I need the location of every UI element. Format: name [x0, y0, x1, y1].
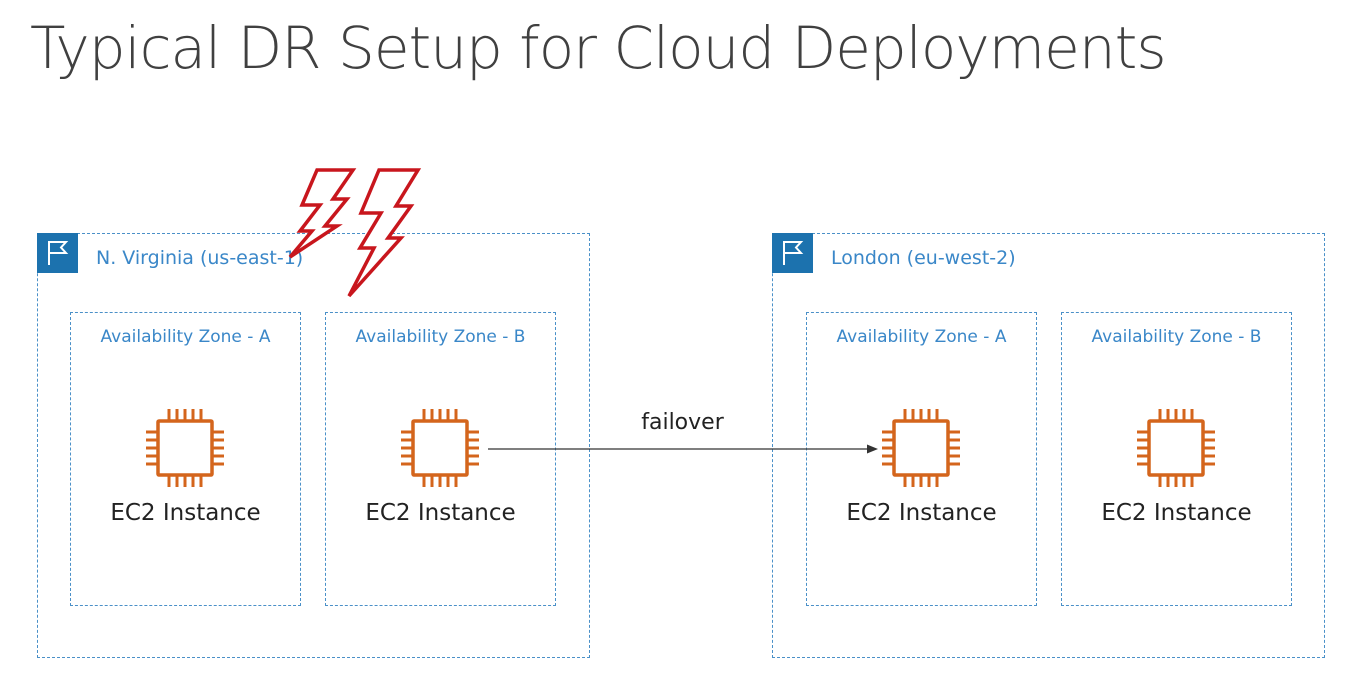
ec2-chip-icon — [879, 406, 963, 490]
region-flag-icon — [37, 233, 78, 273]
page-title: Typical DR Setup for Cloud Deployments — [30, 14, 1167, 82]
ec2-instance-label: EC2 Instance — [1101, 500, 1252, 526]
ec2-instance-label: EC2 Instance — [365, 500, 516, 526]
ec2-chip-icon — [398, 406, 482, 490]
region-london: London (eu-west-2) Availability Zone - A… — [772, 233, 1325, 658]
ec2-chip-icon — [1134, 406, 1218, 490]
availability-zone-label: Availability Zone - B — [1091, 327, 1262, 347]
availability-zone-b: Availability Zone - B EC2 Instance — [1061, 312, 1292, 606]
availability-zone-label: Availability Zone - A — [836, 327, 1007, 347]
ec2-instance-label: EC2 Instance — [846, 500, 997, 526]
region-n-virginia: N. Virginia (us-east-1) Availability Zon… — [37, 233, 590, 658]
region-flag-icon — [772, 233, 813, 273]
availability-zone-label: Availability Zone - A — [100, 327, 271, 347]
ec2-instance-label: EC2 Instance — [110, 500, 261, 526]
ec2-chip-icon — [143, 406, 227, 490]
availability-zone-a: Availability Zone - A EC2 Instance — [70, 312, 301, 606]
availability-zone-b: Availability Zone - B EC2 Instance — [325, 312, 556, 606]
failover-label: failover — [641, 410, 724, 435]
region-label: London (eu-west-2) — [831, 247, 1016, 269]
availability-zone-a: Availability Zone - A EC2 Instance — [806, 312, 1037, 606]
availability-zone-label: Availability Zone - B — [355, 327, 526, 347]
region-label: N. Virginia (us-east-1) — [96, 247, 304, 269]
